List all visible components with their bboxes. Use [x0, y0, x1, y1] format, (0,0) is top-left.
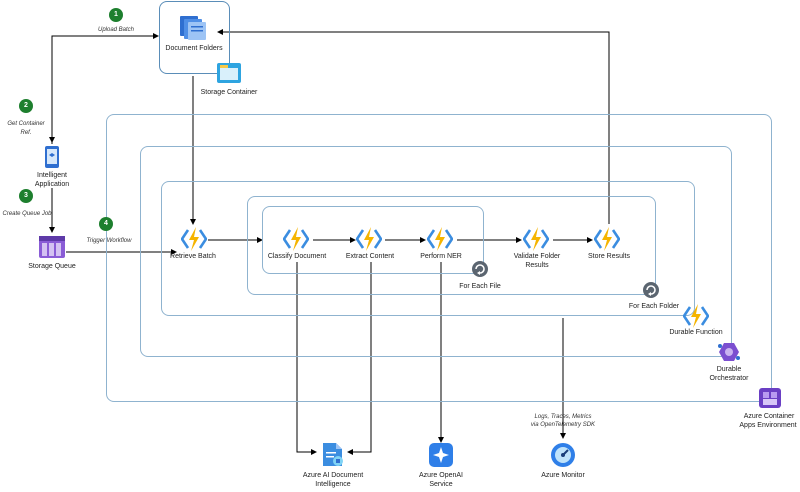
intelligent-application-label-line2: Application	[34, 181, 70, 188]
container-apps-icon	[759, 388, 781, 408]
openai-label-line2: Service	[429, 481, 453, 488]
step-2-label-line1: Get Container	[7, 121, 45, 127]
step-3-label: Create Queue Job	[2, 211, 52, 217]
durable-orchestrator-label-line2: Orchestrator	[709, 375, 749, 382]
for-each-folder-label: For Each Folder	[628, 303, 680, 310]
storage-container-icon	[217, 63, 241, 83]
step-4-label: Trigger Workflow	[86, 238, 132, 244]
classify-to-docintel-arrow	[296, 262, 317, 455]
retrieve-batch-function-icon	[181, 227, 207, 251]
telemetry-label-line2: via OpenTelemetry SDK	[530, 422, 596, 428]
for-each-folder-boundary	[247, 196, 656, 295]
storage-queue-label: Storage Queue	[28, 263, 76, 270]
folder-stack-icon	[180, 16, 206, 40]
perform-ner-function-icon	[427, 227, 453, 251]
loop-icon	[472, 261, 488, 277]
container-apps-boundary	[106, 114, 772, 402]
durable-orchestrator-icon	[718, 343, 740, 361]
openai-label-line1: Azure OpenAI	[419, 472, 463, 479]
classify-document-label: Classify Document	[267, 253, 327, 260]
loop-icon	[643, 282, 659, 298]
for-each-file-boundary	[262, 206, 484, 274]
extract-to-docintel-arrow	[347, 262, 372, 455]
durable-function-icon	[683, 304, 709, 328]
openai-icon	[429, 443, 453, 467]
durable-orchestrator-boundary	[140, 146, 732, 357]
container-apps-label-line2: Apps Environment	[739, 422, 797, 429]
step-4-badge: 4	[99, 217, 113, 231]
document-folders-label: Document Folders	[165, 45, 223, 52]
storage-container-label: Storage Container	[200, 89, 258, 96]
durable-function-label: Durable Function	[669, 329, 723, 336]
validate-folder-results-function-icon	[523, 227, 549, 251]
document-folders-box	[159, 1, 230, 74]
durable-function-boundary	[161, 181, 695, 316]
validate-folder-results-label-line1: Validate Folder	[513, 253, 561, 260]
telemetry-label-line1: Logs, Traces, Metrics	[534, 414, 592, 420]
step-2-label-line2: Ref.	[20, 130, 32, 136]
container-apps-label-line1: Azure Container	[743, 413, 795, 420]
mobile-app-icon	[45, 146, 59, 168]
perform-ner-label: Perform NER	[420, 253, 462, 260]
validate-folder-results-label-line2: Results	[525, 262, 549, 269]
step-1-badge: 1	[109, 8, 123, 22]
store-results-function-icon	[594, 227, 620, 251]
classify-document-function-icon	[283, 227, 309, 251]
storage-queue-icon	[39, 236, 65, 258]
store-results-label: Store Results	[587, 253, 631, 260]
extract-content-label: Extract Content	[345, 253, 395, 260]
step-1-label: Upload Batch	[97, 27, 135, 33]
retrieve-batch-label: Retrieve Batch	[170, 253, 216, 260]
doc-intelligence-label-line2: Intelligence	[315, 481, 351, 488]
step-2-badge: 2	[19, 99, 33, 113]
azure-monitor-label: Azure Monitor	[541, 472, 585, 479]
intelligent-application-label-line1: Intelligent	[37, 172, 67, 179]
doc-intelligence-label-line1: Azure AI Document	[302, 472, 364, 479]
for-each-file-label: For Each File	[459, 283, 501, 290]
monitor-gauge-icon	[551, 443, 575, 467]
durable-orchestrator-label-line1: Durable	[716, 366, 742, 373]
step-3-badge: 3	[19, 189, 33, 203]
document-intelligence-icon	[323, 443, 343, 466]
store-to-folders-arrow	[217, 29, 610, 224]
extract-content-function-icon	[356, 227, 382, 251]
